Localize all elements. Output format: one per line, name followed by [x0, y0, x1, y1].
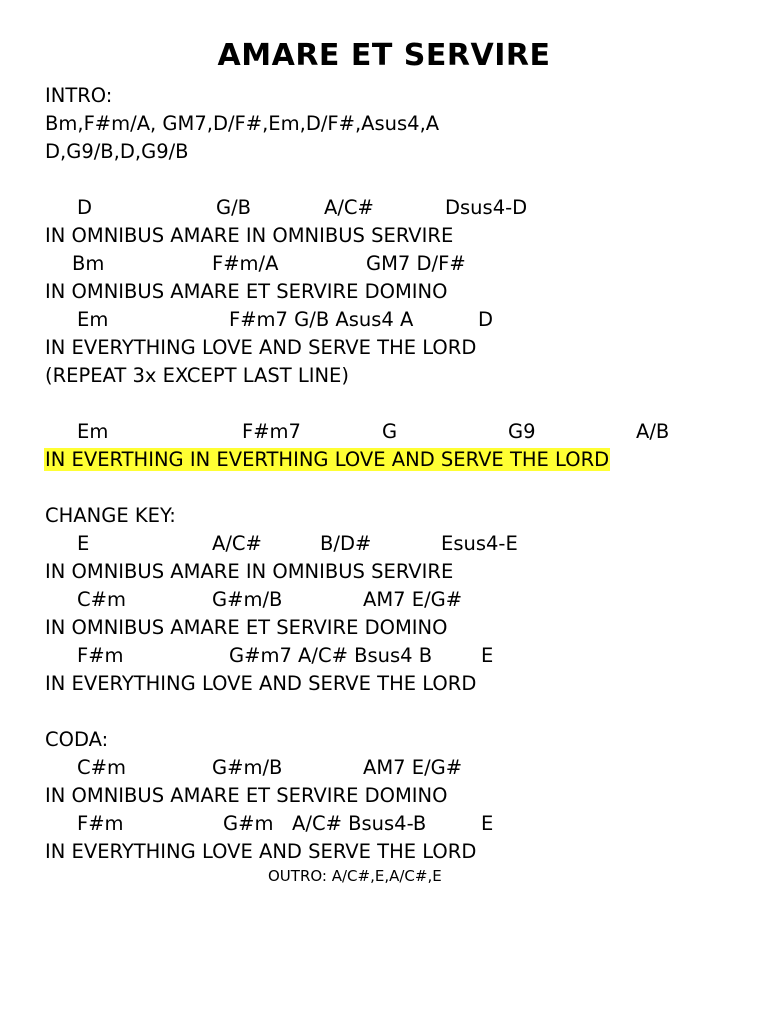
chord: F#m/A: [212, 252, 279, 275]
chord: A/C#: [212, 532, 262, 555]
verse-lyric-2: IN OMNIBUS AMARE ET SERVIRE DOMINO: [45, 280, 448, 303]
change-key-lyric-1: IN OMNIBUS AMARE IN OMNIBUS SERVIRE: [45, 560, 454, 583]
verse-lyric-3: IN EVERYTHING LOVE AND SERVE THE LORD: [45, 336, 477, 359]
chord: F#m7 G/B Asus4 A: [229, 308, 414, 331]
chord: C#m: [77, 756, 126, 779]
coda-chord-row-1: C#m G#m/B AM7 E/G#: [0, 756, 768, 780]
chord: F#m7: [242, 420, 301, 443]
outro-line: OUTRO: A/C#,E,A/C#,E: [268, 867, 442, 885]
chord: Esus4-E: [441, 532, 518, 555]
chord: G#m/B: [212, 588, 283, 611]
change-key-lyric-3: IN EVERYTHING LOVE AND SERVE THE LORD: [45, 672, 477, 695]
verse-chord-row-3: Em F#m7 G/B Asus4 A D: [0, 308, 768, 332]
change-key-chord-row-3: F#m G#m7 A/C# Bsus4 B E: [0, 644, 768, 668]
song-title: AMARE ET SERVIRE: [217, 38, 551, 73]
chord: Dsus4-D: [445, 196, 528, 219]
chord: G/B: [216, 196, 252, 219]
coda-label: CODA:: [45, 728, 109, 751]
chord: G: [382, 420, 398, 443]
chord: F#m: [77, 644, 124, 667]
change-key-chord-row-1: E A/C# B/D# Esus4-E: [0, 532, 768, 556]
repeat-note: (REPEAT 3x EXCEPT LAST LINE): [45, 364, 349, 387]
chord: E: [77, 532, 90, 555]
intro-chords-line-1: Bm,F#m/A, GM7,D/F#,Em,D/F#,Asus4,A: [45, 112, 440, 135]
chord: G#m/B: [212, 756, 283, 779]
verse-chord-row-2: Bm F#m/A GM7 D/F#: [0, 252, 768, 276]
change-key-lyric-2: IN OMNIBUS AMARE ET SERVIRE DOMINO: [45, 616, 448, 639]
coda-lyric-2: IN EVERYTHING LOVE AND SERVE THE LORD: [45, 840, 477, 863]
bridge-chord-row: Em F#m7 G G9 A/B: [0, 420, 768, 444]
chord: AM7 E/G#: [363, 588, 463, 611]
change-key-chord-row-2: C#m G#m/B AM7 E/G#: [0, 588, 768, 612]
chord: Bm: [72, 252, 105, 275]
coda-lyric-1: IN OMNIBUS AMARE ET SERVIRE DOMINO: [45, 784, 448, 807]
intro-chords-line-2: D,G9/B,D,G9/B: [45, 140, 189, 163]
coda-chord-row-2: F#m G#m A/C# Bsus4-B E: [0, 812, 768, 836]
chord: A/C#: [324, 196, 374, 219]
chord: C#m: [77, 588, 126, 611]
highlighted-text: IN EVERTHING IN EVERTHING LOVE AND SERVE…: [44, 448, 611, 471]
chord: G9: [508, 420, 536, 443]
chord: G#m A/C# Bsus4-B: [223, 812, 427, 835]
intro-label: INTRO:: [45, 84, 113, 107]
chord: D: [478, 308, 494, 331]
verse-lyric-1: IN OMNIBUS AMARE IN OMNIBUS SERVIRE: [45, 224, 454, 247]
chord: G#m7 A/C# Bsus4 B: [229, 644, 433, 667]
chord: Em: [77, 420, 109, 443]
chord: E: [481, 812, 494, 835]
chord: B/D#: [320, 532, 372, 555]
bridge-lyric-highlighted: IN EVERTHING IN EVERTHING LOVE AND SERVE…: [44, 448, 611, 472]
chord: GM7 D/F#: [366, 252, 466, 275]
chord: E: [481, 644, 494, 667]
verse-chord-row-1: D G/B A/C# Dsus4-D: [0, 196, 768, 220]
change-key-label: CHANGE KEY:: [45, 504, 176, 527]
chord: A/B: [636, 420, 670, 443]
chord: Em: [77, 308, 109, 331]
chord: AM7 E/G#: [363, 756, 463, 779]
chord: D: [77, 196, 93, 219]
chord: F#m: [77, 812, 124, 835]
